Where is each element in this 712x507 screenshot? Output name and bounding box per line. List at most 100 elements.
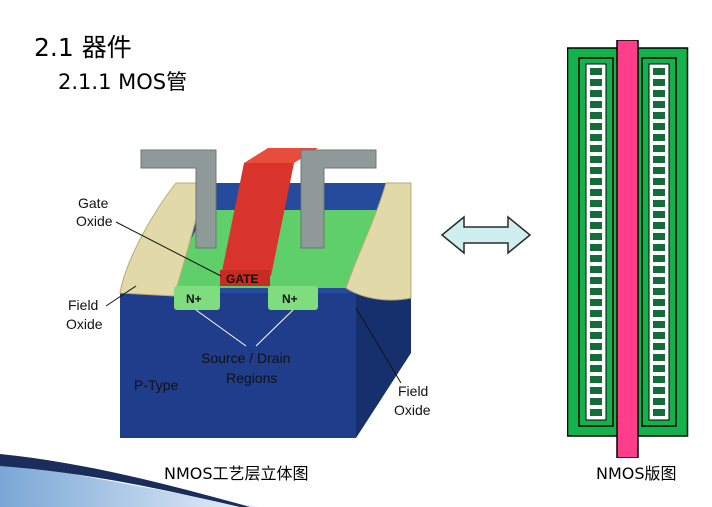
section-subtitle: 2.1.1 MOS管 bbox=[58, 70, 188, 94]
contact-array-right bbox=[653, 68, 665, 416]
gate-oxide-pointer bbox=[115, 221, 222, 277]
contact-array-left bbox=[590, 68, 602, 416]
contact-square bbox=[590, 387, 602, 394]
contact-square bbox=[653, 398, 665, 405]
gate-label-box bbox=[220, 270, 270, 286]
contact-square bbox=[653, 167, 665, 174]
nmos-3d-cross-section: N+ N+ GATE Gate Oxide Field Oxide Source… bbox=[66, 148, 431, 438]
contact-square bbox=[590, 222, 602, 229]
source-drain-label-2: Regions bbox=[226, 370, 277, 386]
contact-square bbox=[590, 90, 602, 97]
field-oxide-right-pointer bbox=[355, 307, 402, 384]
contact-square bbox=[590, 211, 602, 218]
double-arrow-icon bbox=[440, 215, 532, 255]
n-plus-right-region bbox=[268, 286, 318, 310]
contact-square bbox=[590, 288, 602, 295]
field-oxide-left-label-2: Oxide bbox=[66, 316, 103, 332]
contact-square bbox=[653, 68, 665, 75]
cross-section-caption: NMOS工艺层立体图 bbox=[164, 464, 309, 483]
contact-square bbox=[653, 156, 665, 163]
contact-square bbox=[653, 321, 665, 328]
contact-square bbox=[590, 112, 602, 119]
metal-contact-left bbox=[140, 149, 217, 249]
gate-label: GATE bbox=[226, 272, 258, 286]
contact-square bbox=[653, 112, 665, 119]
contact-square bbox=[653, 178, 665, 185]
contact-square bbox=[590, 145, 602, 152]
contact-square bbox=[590, 321, 602, 328]
field-oxide-right-label-2: Oxide bbox=[394, 402, 431, 418]
gate-oxide-label-1: Gate bbox=[78, 195, 109, 211]
field-oxide-left bbox=[119, 182, 207, 297]
source-drain-pointer-right bbox=[255, 309, 294, 347]
contact-square bbox=[590, 178, 602, 185]
contact-square bbox=[590, 123, 602, 130]
layout-caption: NMOS版图 bbox=[596, 464, 677, 483]
contact-square bbox=[590, 332, 602, 339]
contact-square bbox=[653, 343, 665, 350]
contact-square bbox=[653, 145, 665, 152]
contact-square bbox=[590, 277, 602, 284]
contact-square bbox=[653, 211, 665, 218]
contact-square bbox=[590, 343, 602, 350]
n-plus-left-label: N+ bbox=[186, 292, 202, 306]
contact-square bbox=[590, 266, 602, 273]
page-title: 2.1 器件 bbox=[34, 33, 132, 62]
field-oxide-left-label-1: Field bbox=[68, 297, 98, 313]
contact-column-left bbox=[585, 63, 607, 421]
field-oxide-left-pointer bbox=[105, 285, 137, 307]
contact-square bbox=[590, 409, 602, 416]
contact-square bbox=[590, 310, 602, 317]
contact-column-right bbox=[648, 63, 670, 421]
contact-square bbox=[653, 288, 665, 295]
contact-square bbox=[653, 354, 665, 361]
gate-oxide-label-2: Oxide bbox=[76, 213, 113, 229]
gate-poly-top bbox=[244, 148, 318, 163]
contact-square bbox=[653, 255, 665, 262]
contact-square bbox=[653, 222, 665, 229]
contact-square bbox=[653, 409, 665, 416]
field-oxide-right bbox=[345, 182, 412, 301]
decorative-swoosh bbox=[0, 454, 260, 507]
contact-square bbox=[653, 310, 665, 317]
contact-square bbox=[590, 299, 602, 306]
n-plus-right-label: N+ bbox=[282, 292, 298, 306]
contact-square bbox=[590, 101, 602, 108]
contact-square bbox=[653, 244, 665, 251]
contact-square bbox=[653, 134, 665, 141]
contact-square bbox=[590, 365, 602, 372]
nmos-layout-view bbox=[567, 40, 689, 458]
contact-square bbox=[590, 156, 602, 163]
contact-square bbox=[590, 79, 602, 86]
contact-square bbox=[653, 79, 665, 86]
contact-square bbox=[653, 332, 665, 339]
n-plus-left-region bbox=[174, 286, 220, 310]
contact-square bbox=[653, 376, 665, 383]
contact-square bbox=[653, 299, 665, 306]
source-drain-label-1: Source / Drain bbox=[201, 350, 290, 366]
contact-square bbox=[653, 90, 665, 97]
contact-square bbox=[590, 200, 602, 207]
contact-square bbox=[590, 189, 602, 196]
contact-square bbox=[590, 398, 602, 405]
gate-poly-strip bbox=[616, 40, 639, 458]
contact-square bbox=[653, 189, 665, 196]
contact-square bbox=[590, 244, 602, 251]
field-oxide-right-label-1: Field bbox=[398, 383, 428, 399]
contact-square bbox=[653, 387, 665, 394]
contact-square bbox=[653, 266, 665, 273]
substrate-label: P-Type bbox=[134, 377, 179, 393]
contact-square bbox=[590, 134, 602, 141]
contact-square bbox=[653, 365, 665, 372]
contact-square bbox=[590, 354, 602, 361]
contact-square bbox=[590, 255, 602, 262]
contact-square bbox=[653, 233, 665, 240]
contact-square bbox=[653, 277, 665, 284]
gate-poly bbox=[221, 163, 294, 276]
contact-square bbox=[653, 123, 665, 130]
contact-square bbox=[590, 376, 602, 383]
contact-square bbox=[590, 167, 602, 174]
contact-square bbox=[590, 68, 602, 75]
metal-contact-right bbox=[300, 149, 377, 249]
substrate-front bbox=[120, 293, 356, 438]
